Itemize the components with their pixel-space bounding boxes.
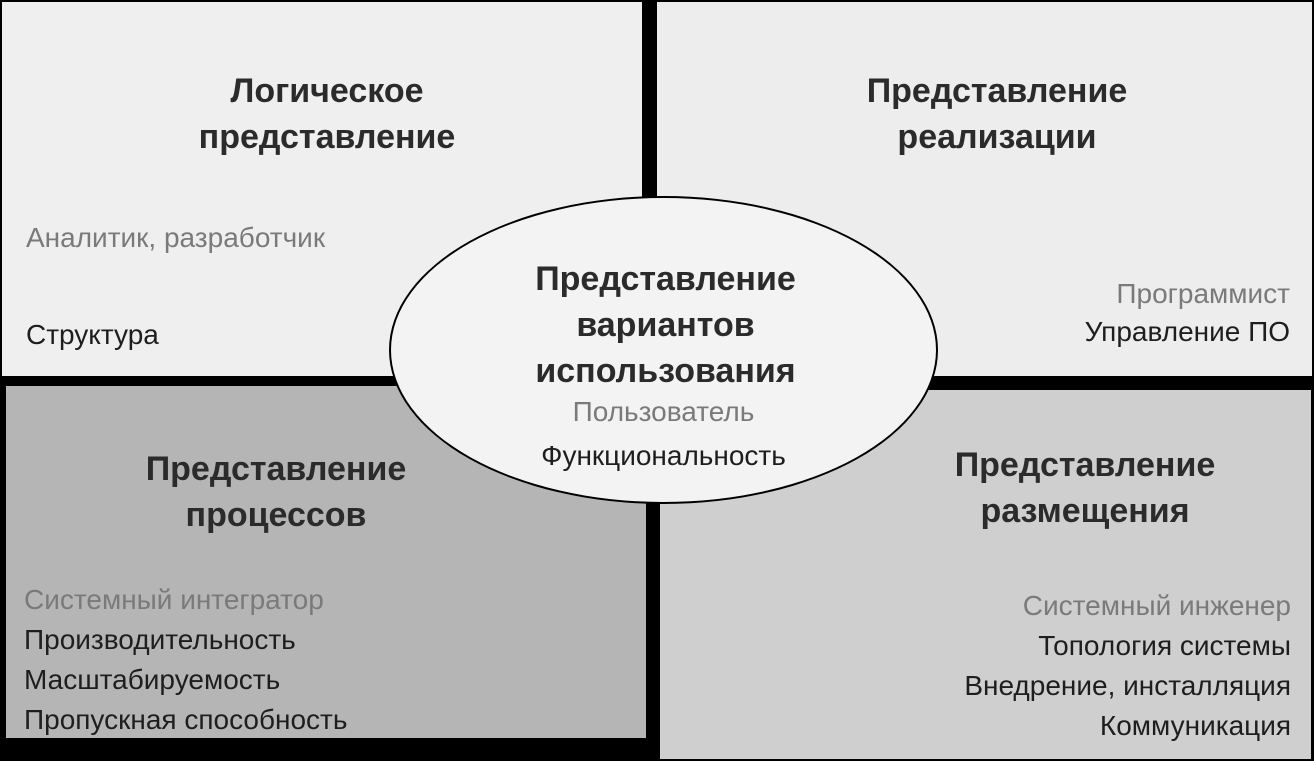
- implementation-view-title: Представление реализации: [866, 72, 1128, 156]
- list-item: Коммуникация: [1099, 710, 1291, 741]
- deployment-view-items: Топология системы Внедрение, инсталляция…: [964, 626, 1291, 746]
- implementation-view-role: Программист: [1116, 278, 1290, 309]
- logical-view-role: Аналитик, разработчик: [26, 222, 326, 253]
- list-item: Масштабируемость: [24, 664, 281, 695]
- deployment-view-title: Представление размещения: [954, 446, 1216, 530]
- list-item: Структура: [26, 319, 159, 350]
- logical-view-panel: Логическое представление Аналитик, разра…: [2, 2, 642, 376]
- list-item: Пропускная способность: [24, 704, 348, 735]
- list-item: Управление ПО: [1084, 316, 1290, 347]
- deployment-view-role: Системный инженер: [1022, 590, 1291, 621]
- list-item: Производительность: [24, 624, 296, 655]
- use-case-view-role: Пользователь: [572, 396, 755, 427]
- list-item: Функциональность: [541, 440, 786, 471]
- list-item: Топология системы: [1038, 630, 1291, 661]
- list-item: Внедрение, инсталляция: [964, 670, 1291, 701]
- process-view-items: Производительность Масштабируемость Проп…: [24, 620, 347, 740]
- implementation-view-items: Управление ПО: [1085, 312, 1290, 352]
- use-case-view-title: Представление вариантов использования: [535, 260, 796, 390]
- logical-view-title: Логическое представление: [198, 72, 456, 156]
- use-case-view-ellipse: Представление вариантов использования По…: [389, 196, 938, 504]
- process-view-role: Системный интегратор: [24, 584, 324, 615]
- process-view-title: Представление процессов: [145, 450, 407, 534]
- logical-view-items: Структура: [26, 315, 159, 355]
- use-case-view-items: Функциональность: [391, 436, 936, 476]
